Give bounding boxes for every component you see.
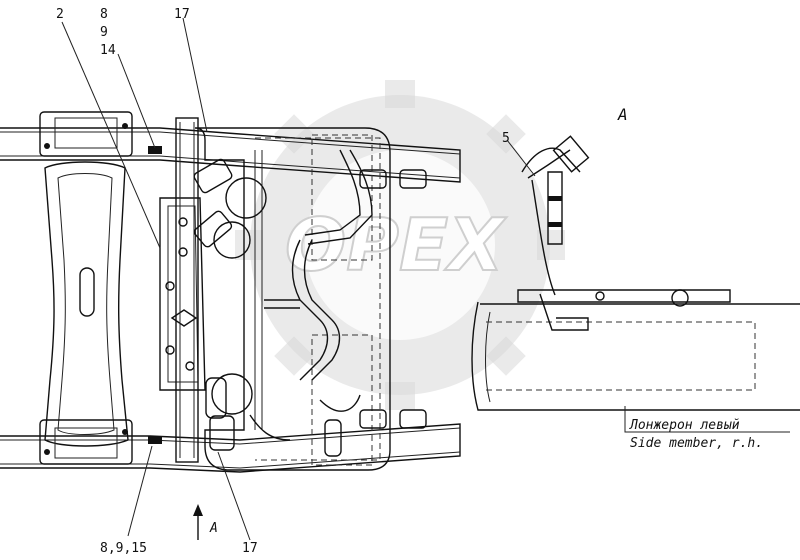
callout-5: 5 — [502, 131, 510, 146]
view-a-title: A — [617, 105, 628, 124]
callout-17-bottom: 17 — [242, 541, 258, 556]
leader-lines — [61, 17, 790, 541]
callout-8: 8 — [100, 7, 108, 22]
view-arrow — [193, 504, 203, 540]
pipe-fittings — [148, 146, 427, 457]
view-arrow-label: A — [209, 521, 218, 536]
callout-2: 2 — [56, 7, 64, 22]
callout-14: 14 — [100, 43, 116, 58]
callout-8-9-15: 8,9,15 — [100, 541, 147, 556]
callout-17-top: 17 — [174, 7, 190, 22]
cross-member — [39, 111, 133, 465]
watermark-logo: OPEX — [235, 80, 565, 410]
callout-9: 9 — [100, 25, 108, 40]
watermark-text: OPEX — [285, 203, 507, 287]
side-member-label-ru: Лонжерон левый — [629, 418, 740, 433]
view-a-detail — [471, 135, 800, 411]
tank-body — [194, 127, 391, 471]
lower-frame-rail — [0, 423, 461, 473]
mounting-bracket — [159, 117, 206, 463]
side-member-label-en: Side member, r.h. — [630, 436, 763, 451]
